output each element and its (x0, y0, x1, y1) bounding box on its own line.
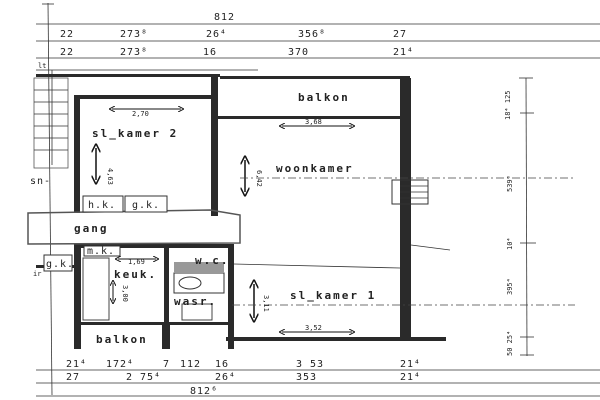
measurement-label: 2,70 (132, 110, 149, 118)
room-label-sl-kamer-2: sl_kamer 2 (92, 127, 178, 140)
bottom-dimension: 21⁴ (400, 359, 421, 370)
closet-mk (83, 245, 121, 257)
bottom-dimension: 3 53 (296, 359, 324, 370)
room-label-balkon-bottom: balkon (96, 333, 148, 346)
top-dimension: 356⁸ (298, 29, 326, 40)
measurement-label: 3,00 (121, 285, 129, 302)
top-dimension: 22 (60, 29, 74, 40)
closet-gk (124, 195, 168, 213)
room-label-sl-kamer-1: sl_kamer 1 (290, 289, 376, 302)
closet-label: g.k. (46, 259, 74, 270)
margin-label: lt (38, 62, 46, 70)
right-dimension: 18⁴ 125 (504, 90, 512, 120)
measurement-label: 6,42 (255, 170, 263, 187)
top-overall-dimension: 812 (214, 12, 235, 23)
bottom-dimension: 21⁴ (66, 359, 87, 370)
tiled-wall (174, 262, 224, 272)
top-dimension: 273⁸ (120, 47, 148, 58)
washing-area (181, 303, 213, 321)
bottom-dimension: 27 (66, 372, 80, 383)
bottom-dimension: 2 75⁴ (126, 372, 161, 383)
measurement-label: 3,52 (305, 324, 322, 332)
right-dimension: 10⁴ (506, 237, 514, 250)
room-label-keuken: keuk. (114, 268, 157, 281)
margin-label: sn- (30, 176, 51, 187)
top-dimension: 273⁸ (120, 29, 148, 40)
right-dimension: 50 25⁴ (506, 331, 514, 356)
bottom-dimension: 26⁴ (215, 372, 236, 383)
closet-hk (82, 195, 124, 213)
bottom-dimension: 16 (215, 359, 229, 370)
closet-label: h.k. (88, 200, 116, 211)
gang-area (27, 209, 241, 245)
margin-label: ir (33, 270, 41, 278)
right-dimension: 395⁴ (506, 278, 514, 295)
bottom-dimension: 353 (296, 372, 317, 383)
closet-gk-left (43, 254, 73, 272)
right-dimension-line (232, 77, 575, 357)
measurement-label: 3,68 (305, 118, 322, 126)
top-dimension-lines (36, 2, 600, 396)
walls (36, 74, 446, 349)
top-dimension: 21⁴ (393, 47, 414, 58)
top-dimension: 370 (288, 47, 309, 58)
bottom-dimension: 112 (180, 359, 201, 370)
room-label-balkon-top: balkon (298, 91, 350, 104)
bottom-dimension: 21⁴ (400, 372, 421, 383)
room-label-gang: gang (74, 222, 109, 235)
measurement-label: 1,69 (128, 258, 145, 266)
measurement-arrows (96, 109, 352, 332)
closet-label: m.k. (87, 246, 115, 257)
bottom-dimension: 7 (163, 359, 170, 370)
room-label-woonkamer: woonkamer (276, 162, 354, 175)
closet-label: g.k. (132, 200, 160, 211)
measurement-label: 3,11 (262, 295, 270, 312)
room-label-wasruimte: wasr. (174, 295, 217, 308)
right-dimension: 539⁶ (506, 175, 514, 192)
top-dimension: 26⁴ (206, 29, 227, 40)
top-dimension: 16 (203, 47, 217, 58)
bathtub (173, 272, 225, 294)
top-dimension: 22 (60, 47, 74, 58)
bottom-overall-dimension: 812⁶ (190, 386, 218, 397)
kitchen-counter (82, 257, 110, 321)
top-dimension: 27 (393, 29, 407, 40)
bottom-dimension-lines (36, 369, 600, 397)
staircase (33, 70, 69, 169)
room-label-wc: w.c. (195, 254, 230, 267)
measurement-label: 4,63 (106, 168, 114, 185)
bottom-dimension: 172⁴ (106, 359, 134, 370)
